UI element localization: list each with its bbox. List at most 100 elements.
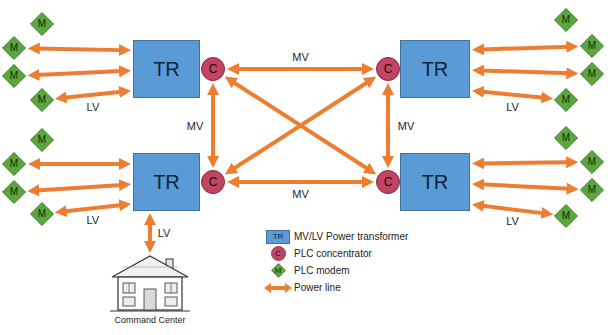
legend-sample: M bbox=[262, 262, 294, 279]
legend-modem-diamond: M bbox=[271, 263, 286, 278]
node-text: M bbox=[588, 41, 596, 51]
power-line bbox=[36, 71, 122, 75]
legend-arrow bbox=[264, 283, 292, 293]
node-text: TR bbox=[153, 172, 180, 192]
power-line bbox=[481, 92, 544, 98]
node-text: C bbox=[384, 63, 393, 75]
command-center: Command Center bbox=[95, 255, 205, 327]
modem-diamond: M bbox=[554, 126, 578, 150]
modem-diamond: M bbox=[580, 150, 604, 174]
legend-power-line bbox=[264, 283, 292, 293]
line-label: MV bbox=[397, 119, 416, 131]
modem-diamond: M bbox=[580, 62, 604, 86]
node-text: M bbox=[588, 157, 596, 167]
node-text: C bbox=[209, 63, 218, 75]
legend: TR MV/LV Power transformerC PLC concentrat… bbox=[262, 228, 408, 296]
legend-symbol-text: C bbox=[275, 250, 281, 258]
power-line bbox=[481, 162, 569, 163]
node-text: M bbox=[562, 133, 570, 143]
power-line bbox=[37, 162, 122, 166]
transformer-box: TR bbox=[400, 153, 470, 211]
modem-diamond: M bbox=[2, 36, 26, 60]
node-text: M bbox=[38, 209, 46, 219]
node-text: M bbox=[588, 69, 596, 79]
power-line bbox=[386, 92, 390, 159]
node-text: TR bbox=[422, 172, 449, 192]
concentrator-circle: C bbox=[376, 170, 400, 194]
line-label: LV bbox=[86, 214, 101, 226]
line-label: LV bbox=[86, 101, 101, 113]
power-line bbox=[232, 81, 368, 169]
modem-diamond: M bbox=[2, 152, 26, 176]
legend-text: Power line bbox=[294, 283, 341, 293]
power-line bbox=[37, 48, 122, 50]
legend-concentrator-circle: C bbox=[271, 246, 286, 261]
modem-diamond: M bbox=[554, 88, 578, 112]
legend-row: TR MV/LV Power transformer bbox=[262, 228, 408, 245]
power-line bbox=[481, 184, 570, 189]
transformer-box: TR bbox=[400, 40, 470, 98]
legend-row: C PLC concentrator bbox=[262, 245, 408, 262]
power-line bbox=[236, 180, 365, 184]
node-text: M bbox=[10, 43, 18, 53]
node-text: M bbox=[38, 19, 46, 29]
power-line bbox=[64, 205, 122, 212]
power-line bbox=[148, 222, 152, 244]
legend-sample bbox=[262, 279, 294, 296]
legend-row: Power line bbox=[262, 279, 408, 296]
modem-diamond: M bbox=[30, 202, 54, 226]
modem-diamond: M bbox=[2, 180, 26, 204]
concentrator-circle: C bbox=[376, 57, 400, 81]
node-text: TR bbox=[422, 59, 449, 79]
line-label: LV bbox=[505, 215, 520, 227]
house-illustration bbox=[110, 255, 190, 313]
line-label: MV bbox=[291, 188, 310, 200]
legend-symbol-text: TR bbox=[273, 233, 284, 241]
legend-symbol-text: M bbox=[275, 267, 282, 275]
legend-text: PLC modem bbox=[294, 266, 350, 276]
node-text: C bbox=[384, 176, 393, 188]
node-text: M bbox=[588, 185, 596, 195]
line-label: MV bbox=[186, 119, 205, 131]
modem-diamond: M bbox=[554, 204, 578, 228]
node-text: M bbox=[38, 135, 46, 145]
line-label: LV bbox=[157, 227, 172, 239]
power-line bbox=[36, 185, 122, 191]
power-line bbox=[481, 70, 569, 73]
legend-sample: C bbox=[262, 245, 294, 262]
node-text: M bbox=[562, 211, 570, 221]
modem-diamond: M bbox=[30, 88, 54, 112]
transformer-box: TR bbox=[133, 153, 200, 211]
modem-diamond: M bbox=[554, 8, 578, 32]
node-text: Command Center bbox=[114, 316, 185, 325]
legend-transformer-box: TR bbox=[266, 230, 290, 244]
node-text: M bbox=[562, 95, 570, 105]
node-text: M bbox=[10, 71, 18, 81]
modem-diamond: M bbox=[30, 128, 54, 152]
modem-diamond: M bbox=[580, 178, 604, 202]
power-line bbox=[481, 206, 544, 214]
modem-diamond: M bbox=[2, 64, 26, 88]
legend-text: PLC concentrator bbox=[294, 249, 372, 259]
node-text: M bbox=[10, 187, 18, 197]
node-text: M bbox=[562, 15, 570, 25]
node-text: C bbox=[209, 176, 218, 188]
transformer-box: TR bbox=[133, 40, 200, 98]
line-label: LV bbox=[505, 101, 520, 113]
legend-row: M PLC modem bbox=[262, 262, 408, 279]
modem-diamond: M bbox=[30, 12, 54, 36]
concentrator-circle: C bbox=[201, 170, 225, 194]
power-line bbox=[236, 67, 365, 71]
modem-diamond: M bbox=[580, 34, 604, 58]
node-text: TR bbox=[153, 59, 180, 79]
power-line bbox=[481, 47, 569, 50]
power-line bbox=[211, 92, 215, 159]
concentrator-circle: C bbox=[201, 57, 225, 81]
line-label: MV bbox=[291, 51, 310, 63]
node-text: M bbox=[38, 95, 46, 105]
node-text: M bbox=[10, 159, 18, 169]
power-line bbox=[64, 92, 122, 98]
legend-text: MV/LV Power transformer bbox=[294, 232, 408, 242]
power-line bbox=[232, 81, 368, 169]
